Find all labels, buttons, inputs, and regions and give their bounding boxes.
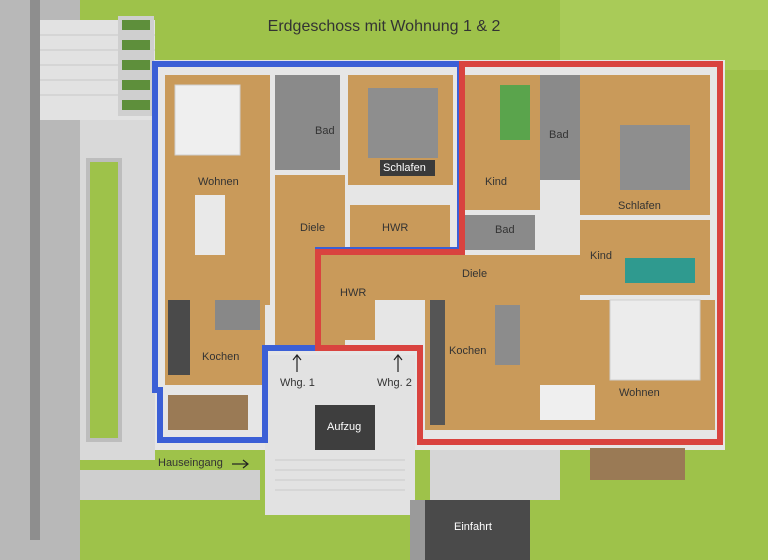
room-label-w2-bad-1: Bad: [549, 129, 569, 141]
einfahrt-ramp: [425, 500, 530, 560]
w2-kind-2-bed: [625, 258, 695, 283]
apartment-2-outline: [315, 61, 723, 445]
elevator-label: Aufzug: [327, 421, 362, 433]
room-label-w2-diele: Diele: [462, 268, 488, 280]
forecourt: [430, 450, 560, 500]
whg-2-arrow: [393, 354, 403, 372]
w1-terrace: [168, 395, 248, 430]
w2-bed: [620, 125, 690, 190]
entrance-path: [80, 470, 260, 500]
entrance-label-hauseingang: Hauseingang: [158, 457, 223, 469]
plant-3: [122, 60, 150, 70]
w2-kind-1-bed: [500, 85, 530, 140]
room-label-w1-schlafen: Schlafen: [383, 162, 426, 174]
w1-dining-table: [195, 195, 225, 255]
planter-bed: [86, 158, 122, 442]
driveway-label: Einfahrt: [454, 521, 492, 533]
w1-hwr-floor: [350, 205, 450, 250]
room-label-w1-bad: Bad: [315, 125, 335, 137]
hauseingang-arrow: [232, 459, 249, 469]
room-label-w2-kind-2: Kind: [590, 250, 613, 262]
stairwell-steps: [275, 459, 405, 491]
plant-4: [122, 80, 150, 90]
ramp-wall: [410, 500, 425, 560]
entrance-label-whg-1: Whg. 1: [280, 377, 315, 389]
room-label-w1-hwr: HWR: [382, 222, 409, 234]
room-label-w2-kind-1: Kind: [485, 176, 508, 188]
room-label-w2-hwr: HWR: [340, 287, 367, 299]
aufzug-box: [315, 405, 375, 450]
w1-kitchen-island: [215, 300, 260, 330]
plant-1: [122, 20, 150, 30]
w2-kitchen-island: [495, 305, 520, 365]
w2-hwr-floor: [325, 260, 375, 340]
page-title: Erdgeschoss mit Wohnung 1 & 2: [267, 18, 501, 35]
plant-2: [122, 40, 150, 50]
w2-terrace: [590, 448, 685, 480]
room-label-w1-wohnen: Wohnen: [198, 176, 239, 188]
w1-bad-floor: [275, 75, 340, 170]
room-label-w1-kochen: Kochen: [202, 351, 240, 363]
w1-bed-label-bg: [380, 160, 435, 176]
room-label-w2-kochen: Kochen: [449, 345, 487, 357]
lawn-top-right: [560, 0, 768, 70]
w1-bed: [368, 88, 438, 158]
w2-dining-table: [540, 385, 595, 420]
w1-sofa: [174, 84, 241, 156]
entrance-label-whg-2: Whg. 2: [377, 377, 412, 389]
room-label-w2-schlafen: Schlafen: [618, 200, 661, 212]
w2-kitchen-unit: [430, 300, 445, 425]
w2-sofa: [609, 299, 701, 381]
whg-1-arrow: [292, 354, 302, 372]
plant-5: [122, 100, 150, 110]
railing: [30, 0, 40, 540]
room-label-w1-diele: Diele: [300, 222, 326, 234]
room-label-w2-bad-2: Bad: [495, 224, 515, 236]
w1-kitchen-unit: [168, 300, 190, 375]
w2-bad-2-floor: [465, 215, 535, 250]
room-label-w2-wohnen: Wohnen: [619, 387, 660, 399]
